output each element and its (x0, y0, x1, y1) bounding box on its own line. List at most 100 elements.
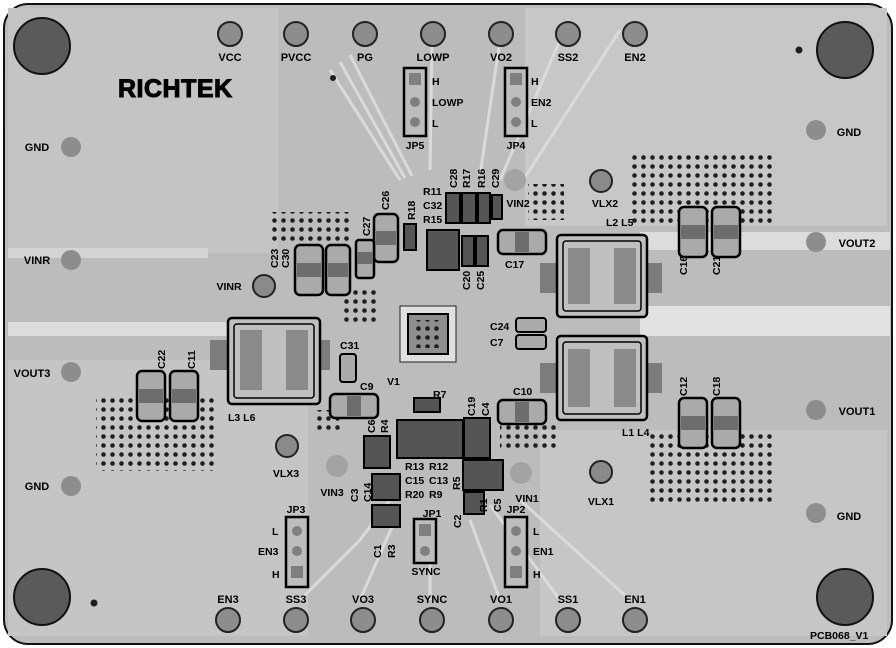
jp2-mid-label: EN1 (533, 546, 554, 558)
ic-v1: V1 (387, 305, 457, 388)
fiducial-top (330, 75, 336, 81)
fiducial-bl (90, 599, 98, 607)
cap-c18: C18 (710, 377, 742, 450)
jumper-jp5[interactable]: H LOWP L JP5 (402, 66, 464, 152)
c25-label: C25 (475, 271, 487, 290)
c3-label: C3 (349, 488, 361, 502)
cap-c10: C10 (496, 386, 548, 426)
pin-gnd-left-top[interactable] (61, 137, 81, 157)
test-point-label-vin3: VIN3 (320, 487, 344, 499)
pin-gnd-right-top[interactable] (806, 120, 826, 140)
jp2-name: JP2 (507, 504, 526, 516)
jp5-h-label: H (432, 76, 440, 88)
pin-label-vout1: VOUT1 (839, 406, 876, 418)
jumper-jp1[interactable]: JP1 SYNC (411, 508, 441, 578)
pin-vo3[interactable] (350, 607, 376, 633)
test-point-label-vlx2: VLX2 (592, 198, 618, 210)
test-point-vin1[interactable] (510, 462, 532, 484)
signal-traces (328, 29, 622, 186)
pin-label-vo2: VO2 (490, 52, 512, 64)
richtek-logo: RICHTEK (118, 75, 233, 103)
left-pin-column: GND VINR VOUT3 GND (14, 137, 81, 496)
mounting-hole-br (816, 568, 874, 626)
cap-c22: C22 (135, 350, 168, 423)
test-point-vinr[interactable] (252, 274, 276, 298)
pin-label-gnd-right-bottom: GND (837, 511, 862, 523)
pin-vinr[interactable] (61, 250, 81, 270)
c23-label: C23 (269, 249, 281, 268)
jp4-h-label: H (531, 76, 539, 88)
via-field-vin2 (528, 184, 564, 220)
pin-label-pg: PG (357, 52, 373, 64)
pin-label-lowp: LOWP (417, 52, 450, 64)
jp3-l-label: L (272, 526, 279, 538)
via-field-center-right (500, 424, 560, 448)
c12-label: C12 (678, 377, 690, 396)
jp4-name: JP4 (507, 140, 526, 152)
inductor-l1-l4: L1 L4 (540, 334, 662, 439)
cap-c26: C26 (372, 191, 400, 264)
c19-label: C19 (466, 397, 478, 416)
cap-c7: C7 (490, 334, 547, 350)
pin-en1[interactable] (622, 607, 648, 633)
pin-pg[interactable] (352, 21, 378, 47)
pin-vo2[interactable] (488, 21, 514, 47)
right-pin-column: GND VOUT2 VOUT1 GND (806, 120, 875, 523)
l1-l4-label: L1 L4 (622, 427, 650, 439)
c16-label: C16 (678, 256, 690, 275)
jp2-h-label: H (533, 569, 541, 581)
top-pin-row: VCC PVCC PG LOWP VO2 SS2 EN2 (217, 21, 648, 64)
cap-c9: C9 (328, 381, 380, 420)
jp4-l-label: L (531, 118, 538, 130)
cap-c27: C27 (354, 217, 376, 280)
r20-label: R20 (405, 489, 424, 501)
pin-pvcc[interactable] (283, 21, 309, 47)
jumper-jp3[interactable]: JP3 L EN3 H (258, 504, 310, 589)
test-point-label-vin2: VIN2 (506, 198, 530, 210)
pin-en2[interactable] (622, 21, 648, 47)
pin-ss2[interactable] (555, 21, 581, 47)
c5-label: C5 (492, 498, 504, 512)
mounting-hole-tl (13, 17, 71, 75)
c17-label: C17 (505, 259, 524, 271)
cap-c31: C31 (339, 340, 359, 383)
pin-vout2[interactable] (806, 232, 826, 252)
jp2-l-label: L (533, 526, 540, 538)
c2-label: C2 (452, 514, 464, 528)
pin-label-vo1: VO1 (490, 594, 512, 606)
pin-ss3[interactable] (283, 607, 309, 633)
pin-gnd-left-bottom[interactable] (61, 476, 81, 496)
pin-lowp[interactable] (420, 21, 446, 47)
pin-label-ss1: SS1 (558, 594, 579, 606)
test-point-label-vin1: VIN1 (515, 493, 539, 505)
c13-label: C13 (429, 475, 448, 487)
ref-labels: R11 C32 R15 C28 R17 R16 C29 R18 C20 C25 … (349, 169, 504, 558)
pin-gnd-right-bottom[interactable] (806, 503, 826, 523)
r16-label: R16 (476, 169, 488, 188)
jumper-jp2[interactable]: JP2 L EN1 H (503, 504, 554, 589)
test-point-vin3[interactable] (326, 455, 348, 477)
test-point-vlx1[interactable] (589, 460, 613, 484)
c28-label: C28 (448, 169, 460, 188)
vinr-trace (8, 248, 208, 258)
pin-label-gnd-right-top: GND (837, 127, 862, 139)
pin-sync[interactable] (419, 607, 445, 633)
jp3-h-label: H (272, 569, 280, 581)
passive-array-top (403, 192, 503, 271)
c27-label: C27 (361, 217, 373, 236)
pin-vout3[interactable] (61, 362, 81, 382)
pin-en3[interactable] (215, 607, 241, 633)
pin-label-pvcc: PVCC (281, 52, 312, 64)
test-point-vlx3[interactable] (275, 434, 299, 458)
test-point-vin2[interactable] (504, 169, 526, 191)
r1-label: R1 (478, 498, 490, 512)
pin-ss1[interactable] (555, 607, 581, 633)
pin-vo1[interactable] (488, 607, 514, 633)
pin-vout1[interactable] (806, 400, 826, 420)
pin-vcc[interactable] (217, 21, 243, 47)
test-point-vlx2[interactable] (589, 169, 613, 193)
jp3-name: JP3 (287, 504, 306, 516)
jumper-jp4[interactable]: H EN2 L JP4 (503, 66, 552, 152)
r7-label: R7 (433, 389, 447, 401)
test-point-label-vinr: VINR (216, 281, 242, 293)
